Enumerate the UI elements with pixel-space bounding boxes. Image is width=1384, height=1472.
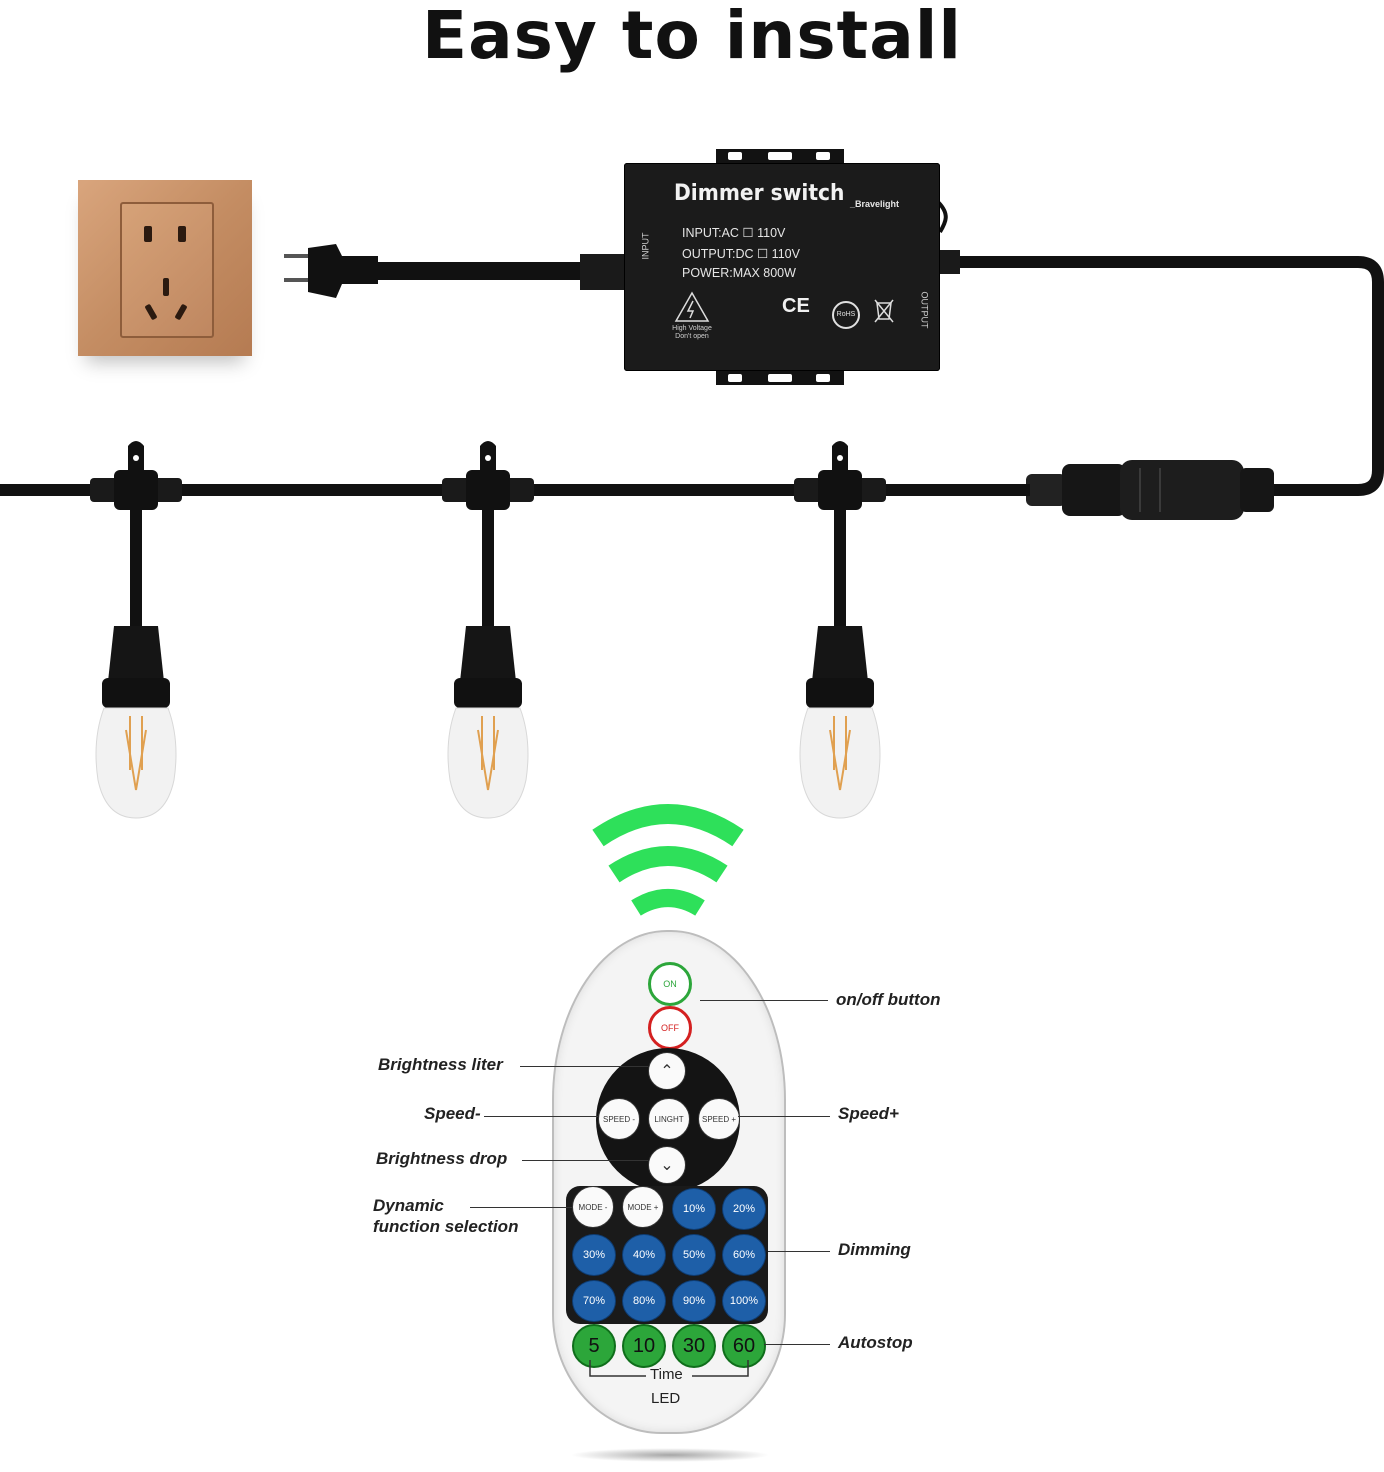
chevron-up-icon: ⌃ xyxy=(660,1062,674,1080)
dynamic-annotation-line1: Dynamic xyxy=(373,1196,444,1215)
dim-100-button[interactable]: 100% xyxy=(722,1280,766,1322)
waterproof-connector xyxy=(1026,460,1274,520)
brightness-liter-annotation: Brightness liter xyxy=(378,1055,503,1074)
remote-shadow xyxy=(570,1448,770,1462)
dynamic-annotation-line2: function selection xyxy=(373,1217,519,1236)
high-voltage-icon xyxy=(674,291,710,322)
speed-minus-annotation: Speed- xyxy=(424,1104,481,1123)
mode-minus-label: MODE - xyxy=(578,1202,608,1212)
rohs-mark: RoHS xyxy=(832,301,860,329)
power-plug-icon xyxy=(284,244,626,298)
speed-minus-button[interactable]: SPEED - xyxy=(598,1098,640,1140)
light-button[interactable]: LINGHT xyxy=(648,1098,690,1140)
autostop-annotation: Autostop xyxy=(838,1333,913,1352)
dynamic-leader xyxy=(470,1207,572,1208)
ce-mark: CE xyxy=(782,295,810,317)
time-label: Time xyxy=(650,1366,683,1383)
speed-plus-label: SPEED + xyxy=(701,1114,736,1124)
dimming-annotation: Dimming xyxy=(838,1240,911,1259)
time-bracket xyxy=(589,1360,749,1377)
output-cord xyxy=(936,200,1384,496)
dim-60-button[interactable]: 60% xyxy=(722,1234,766,1276)
dimmer-title: Dimmer switch xyxy=(674,181,845,206)
speed-plus-leader xyxy=(738,1116,830,1117)
dimmer-brand: _Bravelight xyxy=(850,199,900,209)
autostop-60-button[interactable]: 60 xyxy=(722,1324,766,1368)
autostop-10-button[interactable]: 10 xyxy=(622,1324,666,1368)
brightness-up-button[interactable]: ⌃ xyxy=(648,1052,686,1090)
light-label: LINGHT xyxy=(654,1114,684,1124)
mounting-tab-top xyxy=(716,149,844,163)
input-side-label: INPUT xyxy=(640,232,651,260)
wireless-signal-icon xyxy=(592,804,744,916)
power-spec: POWER:MAX 800W xyxy=(682,266,796,280)
dim-20-button[interactable]: 20% xyxy=(722,1188,766,1230)
socket-face xyxy=(120,202,214,338)
dimming-leader xyxy=(768,1251,830,1252)
led-label: LED xyxy=(651,1390,681,1407)
bulb-socket-3 xyxy=(794,441,886,819)
dim-90-button[interactable]: 90% xyxy=(672,1280,716,1322)
wall-socket-image xyxy=(78,180,252,356)
brightness-drop-leader xyxy=(522,1160,648,1161)
mode-plus-label: MODE + xyxy=(627,1202,659,1212)
speed-plus-button[interactable]: SPEED + xyxy=(698,1098,740,1140)
autostop-leader xyxy=(764,1344,830,1345)
page-title: Easy to install xyxy=(421,0,962,74)
high-voltage-caption: High Voltage Don't open xyxy=(672,325,712,340)
autostop-30-button[interactable]: 30 xyxy=(672,1324,716,1368)
dim-40-button[interactable]: 40% xyxy=(622,1234,666,1276)
dim-10-button[interactable]: 10% xyxy=(672,1188,716,1230)
brightness-liter-leader xyxy=(520,1066,648,1067)
brightness-down-button[interactable]: ⌄ xyxy=(648,1146,686,1184)
speed-plus-annotation: Speed+ xyxy=(838,1104,899,1123)
mounting-tab-bottom xyxy=(716,371,844,385)
mode-plus-button[interactable]: MODE + xyxy=(622,1186,664,1228)
on-off-leader xyxy=(700,1000,828,1001)
dim-30-button[interactable]: 30% xyxy=(572,1234,616,1276)
dim-70-button[interactable]: 70% xyxy=(572,1280,616,1322)
on-off-annotation: on/off button xyxy=(836,990,941,1009)
chevron-down-icon: ⌄ xyxy=(660,1156,674,1174)
dimmer-switch-box: Dimmer switch _Bravelight INPUT:AC ☐ 110… xyxy=(624,149,940,385)
output-spec: OUTPUT:DC ☐ 110V xyxy=(682,247,800,261)
off-button[interactable]: OFF xyxy=(648,1006,692,1050)
dim-50-button[interactable]: 50% xyxy=(672,1234,716,1276)
dim-80-button[interactable]: 80% xyxy=(622,1280,666,1322)
bulb-socket-2 xyxy=(442,441,534,819)
input-spec: INPUT:AC ☐ 110V xyxy=(682,226,786,240)
bulb-socket-1 xyxy=(90,441,182,819)
autostop-5-button[interactable]: 5 xyxy=(572,1324,616,1368)
brightness-drop-annotation: Brightness drop xyxy=(376,1149,508,1168)
weee-bin-icon xyxy=(874,299,894,323)
speed-minus-label: SPEED - xyxy=(602,1114,635,1124)
output-side-label: OUTPUT xyxy=(919,291,930,329)
power-on-icon: ON xyxy=(663,979,677,989)
mode-minus-button[interactable]: MODE - xyxy=(572,1186,614,1228)
speed-minus-leader xyxy=(484,1116,598,1117)
on-button[interactable]: ON xyxy=(648,962,692,1006)
power-off-icon: OFF xyxy=(661,1023,679,1033)
